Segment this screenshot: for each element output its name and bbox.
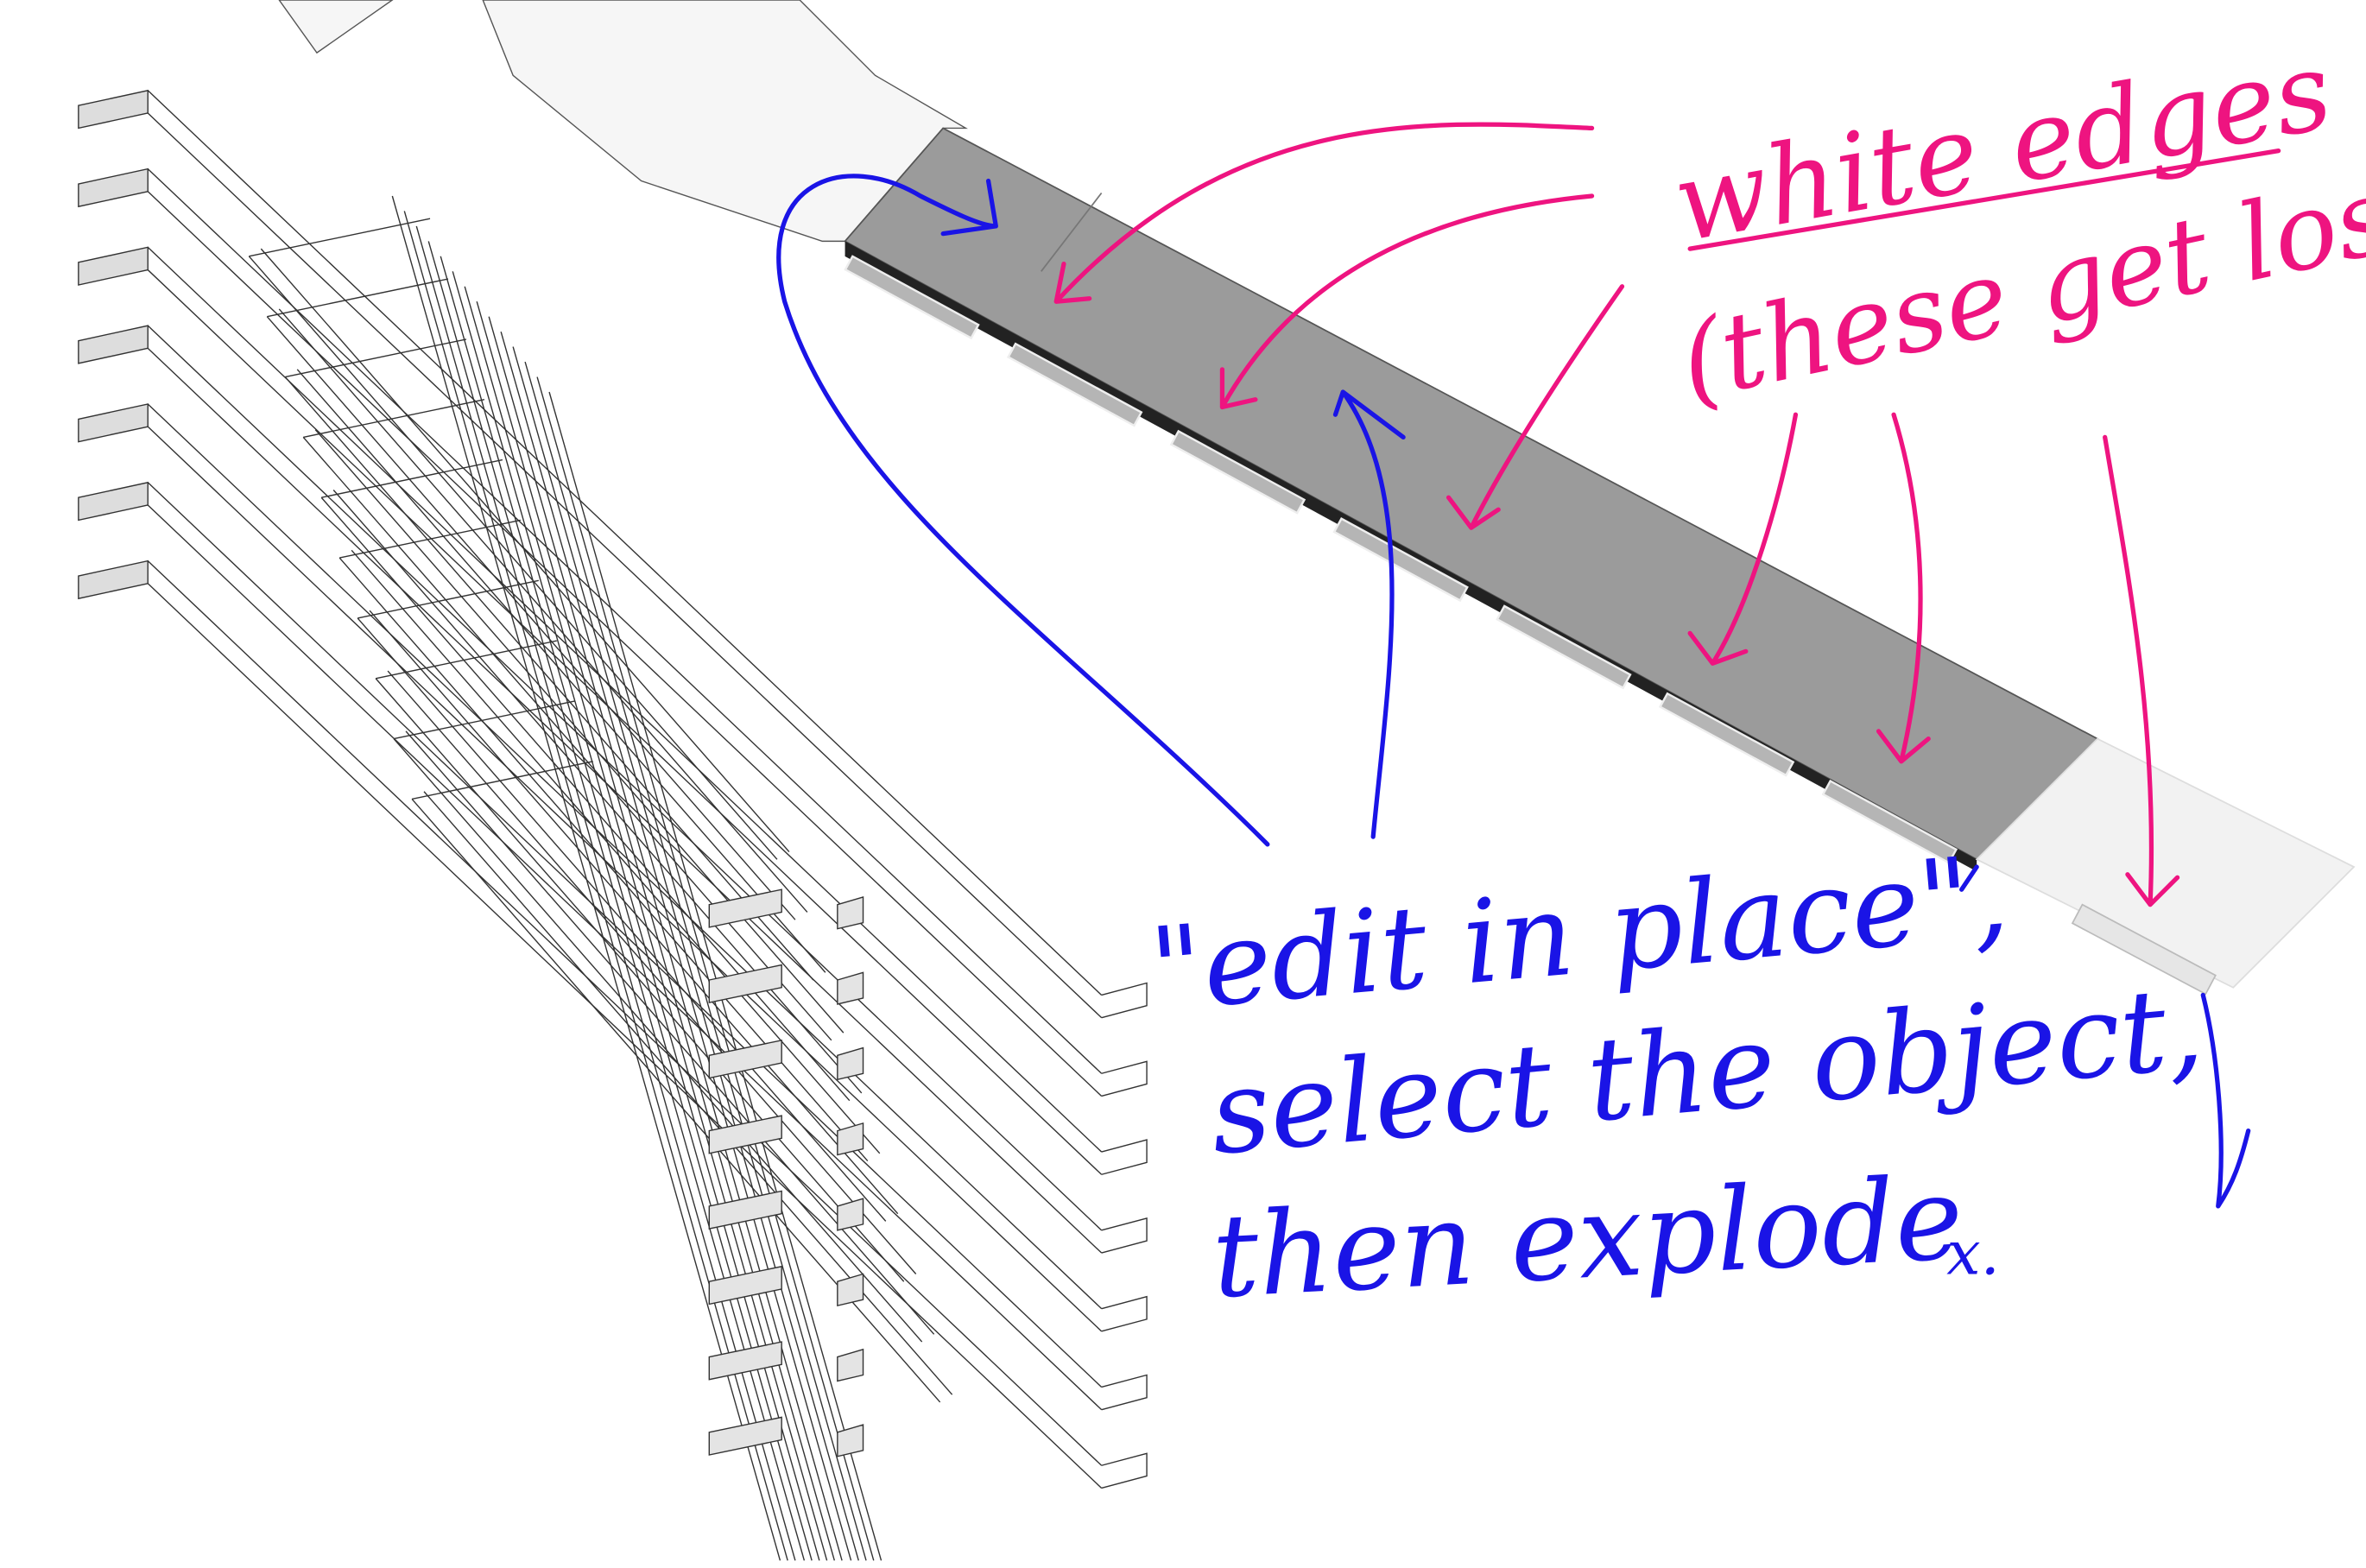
white-edge-segment: [1169, 429, 1306, 515]
pink-arrows: [1053, 122, 2281, 907]
wire-beam: [147, 482, 1148, 1411]
wire-beam: [524, 361, 867, 1561]
white-edge-segments: [844, 255, 1958, 864]
wire-beam: [500, 331, 852, 1561]
wire-beam: [837, 1198, 864, 1231]
faded-slab-extension: [1975, 737, 2356, 996]
wire-beam: [78, 89, 149, 130]
wire-beam: [393, 700, 575, 740]
wire-beam: [837, 971, 864, 1005]
wire-beam: [440, 256, 813, 1561]
wire-beam: [147, 325, 1148, 1254]
wire-beam: [338, 549, 881, 1161]
wire-beam: [266, 308, 808, 920]
white-edge-segment: [1658, 692, 1795, 777]
wire-beam: [512, 346, 859, 1561]
wire-beam: [452, 271, 820, 1561]
wire-beam: [708, 1190, 782, 1230]
wire-beam: [285, 338, 467, 378]
wire-beam: [548, 391, 883, 1561]
wire-beam: [147, 246, 1148, 1175]
wire-beam: [536, 376, 875, 1561]
wire-beam: [78, 246, 149, 286]
wire-beam: [357, 579, 539, 619]
white-edge-segment: [844, 255, 980, 340]
blue-mark: x.: [1946, 1219, 2000, 1289]
wire-beam: [248, 248, 790, 860]
wire-beam: [147, 168, 1148, 1097]
wire-beam: [375, 640, 557, 680]
wire-beam: [837, 1348, 864, 1382]
wire-beam: [488, 316, 843, 1561]
wire-beam: [411, 791, 953, 1403]
wire-beam: [147, 90, 1148, 1019]
wire-beam: [708, 1265, 782, 1306]
selected-slab[interactable]: [844, 127, 2099, 872]
wire-beam: [708, 888, 782, 928]
wire-beam: [78, 325, 149, 364]
wire-beam: [147, 403, 1148, 1332]
blue-arrows: [776, 174, 2251, 1209]
wire-beam: [147, 560, 1148, 1489]
blue-line-3: then explode: [1209, 1152, 1966, 1324]
pink-annotation: white edges (these get lost): [1665, 27, 2366, 424]
wire-beam: [837, 1122, 864, 1156]
stair-wireframe-model: [78, 89, 1148, 1561]
wire-beam: [321, 458, 503, 498]
upper-walkway: [278, 0, 968, 243]
wire-beam: [391, 195, 781, 1561]
wire-beam: [302, 429, 845, 1041]
wire-beam: [78, 560, 149, 600]
white-edge-segment: [1821, 779, 1958, 864]
wire-beam: [837, 1046, 864, 1081]
wire-beam: [708, 1341, 782, 1381]
wire-beam: [427, 241, 806, 1561]
wire-beam: [708, 1115, 782, 1154]
wire-beam: [837, 896, 864, 930]
wire-beam: [78, 481, 149, 522]
wire-beam: [78, 403, 149, 443]
white-edge-segment: [1496, 604, 1632, 690]
wire-beam: [464, 286, 828, 1561]
white-edge-segment: [1007, 342, 1143, 427]
white-edge-segment: [1332, 517, 1469, 603]
wire-beam: [476, 301, 836, 1561]
wire-beam: [708, 1416, 782, 1456]
blue-annotation: "edit in place", select the object, then…: [1145, 831, 2208, 1325]
wire-beam: [837, 1424, 864, 1457]
wire-beam: [708, 964, 782, 1004]
wire-beam: [303, 399, 485, 439]
wire-beam: [339, 519, 522, 559]
wire-beam: [249, 218, 431, 257]
wire-beam: [403, 211, 788, 1561]
wire-beam: [708, 1039, 782, 1079]
wire-beam: [415, 225, 796, 1561]
wire-beam: [284, 369, 826, 981]
wire-beam: [393, 730, 935, 1343]
wire-beam: [320, 490, 863, 1102]
wire-beam: [78, 168, 149, 208]
wire-beam: [837, 1273, 864, 1307]
